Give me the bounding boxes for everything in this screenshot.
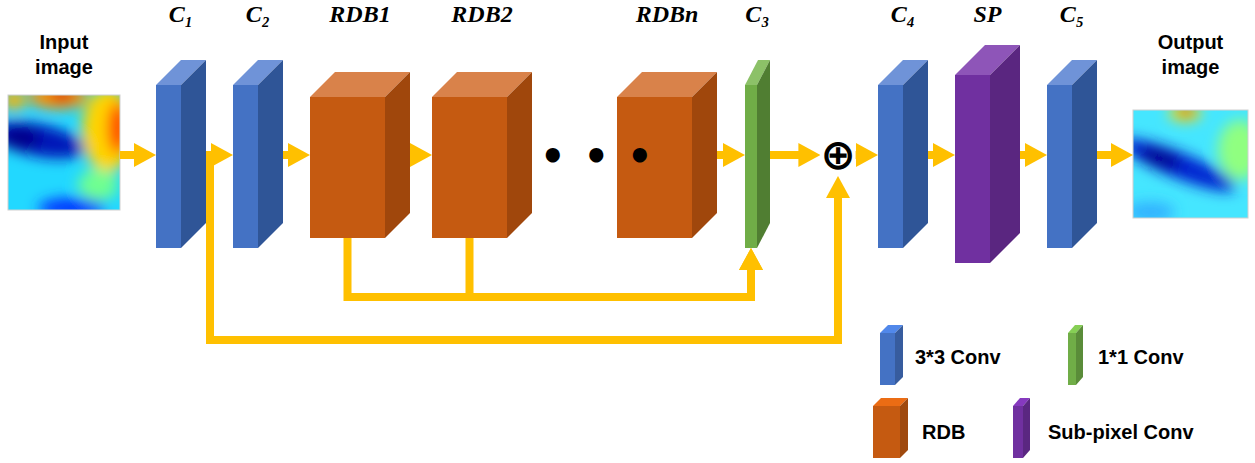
block-side: [895, 325, 903, 385]
block-label: C₅: [1060, 0, 1084, 28]
flow-arrow: [928, 151, 943, 159]
block-shape: [878, 60, 928, 248]
block-front: [1068, 333, 1076, 385]
flow-arrow: [1020, 151, 1035, 159]
legend-swatch-holder: [1013, 398, 1030, 458]
subpixel-block: SP: [955, 45, 1020, 263]
rdb-block: RDB2: [432, 72, 532, 238]
legend-swatch-holder: [880, 325, 903, 385]
block-label: C₃: [745, 0, 769, 28]
conv3x3-block: C₁: [156, 60, 206, 248]
flow-arrow: [283, 151, 298, 159]
sum-node: ⊕: [820, 134, 855, 176]
conv3x3-block: C₂: [233, 60, 283, 248]
block-side: [900, 398, 908, 458]
block-label: C₄: [891, 0, 915, 28]
legend-swatch: [1013, 398, 1030, 458]
legend-text: Sub-pixel Conv: [1048, 420, 1194, 444]
legend-text: 3*3 Conv: [915, 345, 1001, 369]
block-front: [955, 75, 990, 263]
flow-arrow: [120, 151, 144, 159]
block-side: [385, 72, 410, 238]
legend-swatch-holder: [1068, 325, 1083, 385]
block-shape: [233, 60, 283, 248]
block-label: C₁: [169, 0, 193, 28]
block-shape: [745, 60, 770, 248]
block-side: [1023, 398, 1030, 458]
block-label: RDB2: [451, 0, 512, 28]
block-side: [990, 45, 1020, 263]
ellipsis-dots: • • •: [540, 134, 655, 178]
block-side: [903, 60, 928, 248]
block-front: [878, 85, 903, 248]
legend-swatch: [880, 325, 903, 385]
block-side: [692, 72, 717, 238]
block-shape: [310, 72, 410, 238]
block-front: [1013, 406, 1023, 458]
block-shape: [432, 72, 532, 238]
legend-text: RDB: [922, 420, 965, 444]
block-side: [757, 60, 770, 248]
block-front: [233, 85, 258, 248]
rdb-block: RDB1: [310, 72, 410, 238]
sum-symbol: ⊕: [820, 134, 855, 176]
block-side: [1072, 60, 1097, 248]
block-front: [745, 85, 757, 248]
input-image: Input image: [8, 95, 120, 210]
block-shape: [1047, 60, 1097, 248]
block-side: [181, 60, 206, 248]
block-front: [156, 85, 181, 248]
output-image: Output image: [1133, 110, 1248, 218]
block-shape: [955, 45, 1020, 263]
output-heatmap: [1133, 110, 1248, 218]
block-front: [873, 406, 900, 458]
legend-swatch: [873, 398, 908, 458]
image-caption: Output image: [1141, 30, 1241, 80]
block-label: RDBn: [636, 0, 699, 28]
block-label: RDB1: [329, 0, 390, 28]
block-side: [507, 72, 532, 238]
flow-arrow: [717, 151, 733, 159]
block-side: [1076, 325, 1083, 385]
input-heatmap: [8, 95, 120, 210]
conv3x3-block: C₅: [1047, 60, 1097, 248]
block-front: [310, 97, 385, 238]
block-front: [880, 333, 895, 385]
conv1x1-block: C₃: [745, 60, 770, 248]
image-caption: Input image: [14, 30, 114, 80]
flow-arrow: [410, 151, 420, 159]
block-front: [432, 97, 507, 238]
block-front: [1047, 85, 1072, 248]
flow-arrow: [856, 151, 866, 159]
flow-arrow: [348, 238, 752, 297]
flow-arrow: [470, 238, 752, 297]
block-label: SP: [973, 0, 1001, 28]
legend-swatch: [1068, 325, 1083, 385]
legend-text: 1*1 Conv: [1098, 345, 1184, 369]
block-shape: [156, 60, 206, 248]
flow-arrow: [770, 151, 808, 159]
block-label: C₂: [246, 0, 270, 28]
flow-arrow: [1097, 151, 1121, 159]
conv3x3-block: C₄: [878, 60, 928, 248]
block-side: [258, 60, 283, 248]
legend-swatch-holder: [873, 398, 908, 458]
